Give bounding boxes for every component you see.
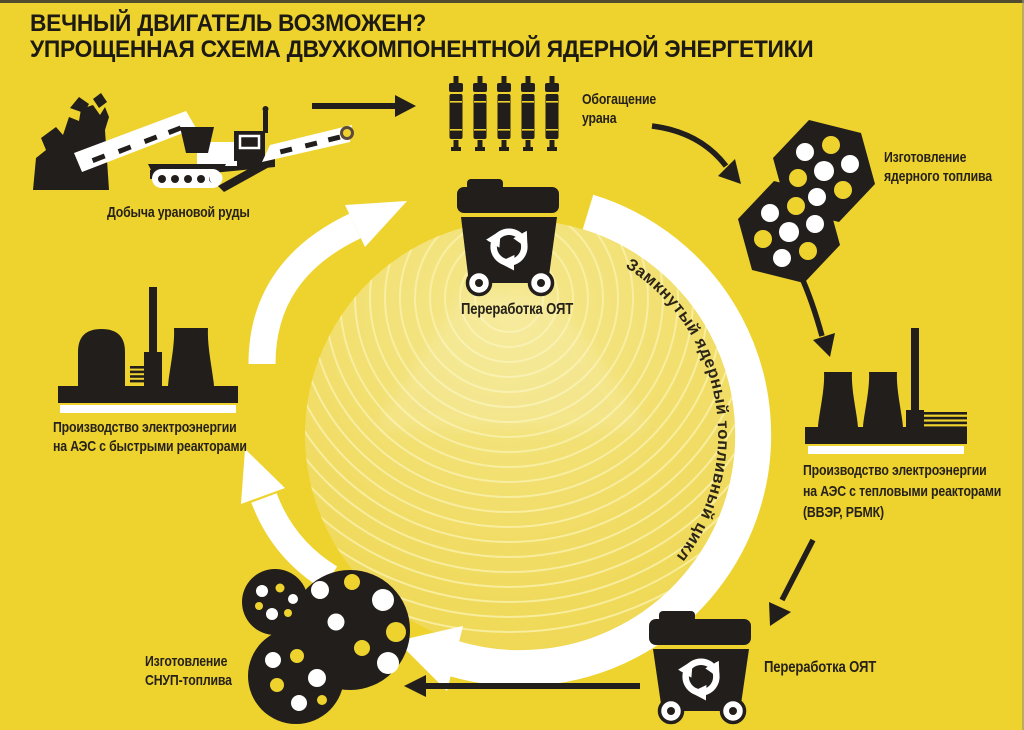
label-enrichment-line2: урана	[582, 110, 617, 127]
label-thermal-npp: Производство электроэнергии на АЭС с теп…	[803, 460, 1001, 523]
title-line-1: ВЕЧНЫЙ ДВИГАТЕЛЬ ВОЗМОЖЕН?	[30, 10, 427, 37]
label-enrichment: Обогащение урана	[582, 90, 656, 128]
label-snup-line2: СНУП-топлива	[145, 672, 232, 689]
cycle-arrow-right-band	[397, 194, 772, 691]
fuel-assembly-hexagons-icon	[738, 120, 875, 283]
label-reprocessing-right: Переработка ОЯТ	[764, 659, 877, 676]
enrichment-centrifuges-icon	[449, 76, 559, 151]
label-snup-fabrication: Изготовление СНУП-топлива	[145, 652, 232, 690]
bin-wheels	[465, 269, 555, 297]
fuel-cycle-ripple-disc	[305, 220, 735, 650]
bin-light-cone	[372, 292, 652, 430]
title-line-2: УПРОЩЕННАЯ СХЕМА ДВУХКОМПОНЕНТНОЙ ЯДЕРНО…	[30, 36, 814, 63]
label-thermal-npp-line2: на АЭС с тепловыми реакторами	[803, 483, 1002, 500]
label-fuel-fabrication: Изготовление ядерного топлива	[884, 148, 992, 186]
process-arrows	[312, 95, 835, 697]
label-mining: Добыча урановой руды	[107, 204, 250, 221]
fast-npp-icon	[58, 287, 238, 413]
label-fast-npp-line2: на АЭС с быстрыми реакторами	[53, 438, 247, 455]
reprocessing-bin-center-icon	[457, 179, 559, 297]
bin-wheels	[657, 697, 747, 725]
arrow-reprocessing-to-snup	[404, 675, 640, 697]
top-border	[0, 0, 1024, 3]
label-fast-npp: Производство электроэнергии на АЭС с быс…	[53, 418, 247, 456]
cycle-arrow-fast-npp-to-reprocessing	[248, 201, 407, 365]
right-border	[1022, 0, 1024, 730]
snup-pellets-icon	[242, 569, 410, 724]
cycle-arrow-snup-to-fast-npp	[241, 449, 338, 590]
label-enrichment-line1: Обогащение	[582, 91, 657, 108]
label-thermal-npp-line1: Производство электроэнергии	[803, 462, 987, 479]
label-fuel-fabrication-line1: Изготовление	[884, 149, 967, 166]
label-thermal-npp-line3: (ВВЭР, РБМК)	[803, 504, 884, 521]
label-fast-npp-line1: Производство электроэнергии	[53, 419, 237, 436]
thermal-npp-icon	[805, 328, 967, 454]
reprocessing-bin-right-icon	[649, 611, 751, 725]
label-reprocessing-center: Переработка ОЯТ	[461, 301, 574, 318]
label-fuel-fabrication-line2: ядерного топлива	[884, 168, 992, 185]
arrow-enrichment-to-fuel-fab	[651, 123, 741, 184]
arrow-thermal-npp-to-reprocessing	[769, 538, 816, 626]
uranium-mining-icon	[33, 93, 354, 192]
label-snup-line1: Изготовление	[145, 653, 228, 670]
arrow-mining-to-enrichment	[312, 95, 416, 117]
